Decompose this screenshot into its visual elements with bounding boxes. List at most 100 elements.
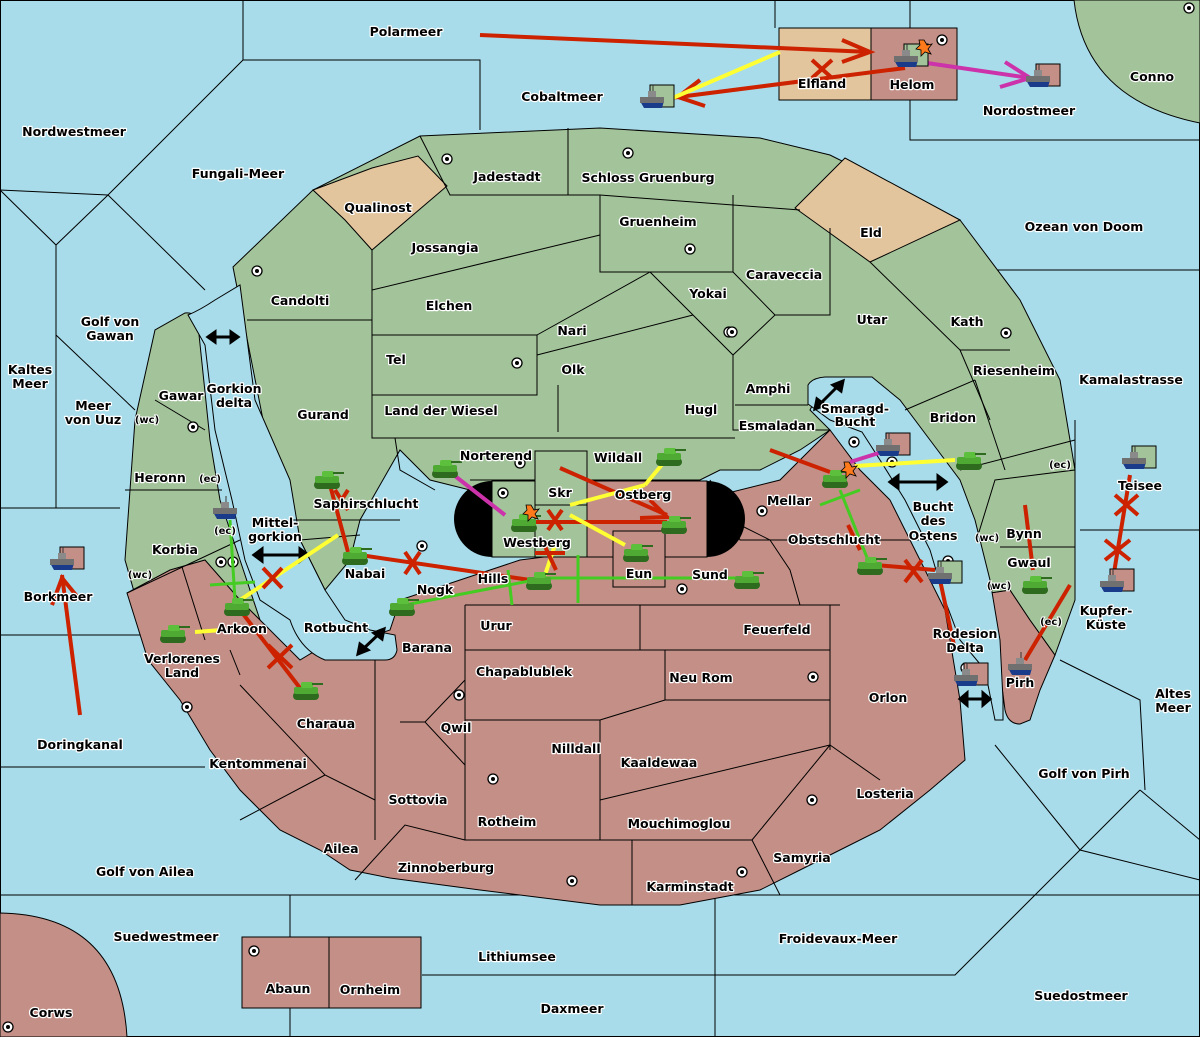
tank-icon[interactable] bbox=[857, 557, 887, 575]
province-label: Chapablublek bbox=[476, 664, 573, 679]
province-label: Riesenheim bbox=[973, 363, 1055, 378]
supply-center-icon bbox=[684, 243, 696, 255]
order-move-line bbox=[1110, 474, 1132, 586]
supply-center-icon bbox=[187, 421, 199, 433]
battleship-icon[interactable] bbox=[1026, 63, 1061, 87]
battleship-icon[interactable] bbox=[640, 84, 675, 108]
tank-icon[interactable] bbox=[661, 516, 691, 534]
sea-label: Polarmeer bbox=[370, 24, 444, 39]
supply-center-icon bbox=[848, 436, 860, 448]
tank-icon[interactable] bbox=[734, 571, 764, 589]
province-label: Gwaul bbox=[1007, 555, 1050, 570]
province-eld[interactable] bbox=[794, 157, 962, 263]
province-conno[interactable] bbox=[1073, 0, 1200, 124]
province-ornheim[interactable] bbox=[328, 936, 422, 1009]
province-label: Eun bbox=[626, 566, 652, 581]
coast-label: (wc) bbox=[987, 581, 1011, 592]
order-support-line bbox=[569, 513, 626, 547]
explosion-icon bbox=[840, 461, 858, 479]
battleship-icon[interactable] bbox=[1008, 652, 1032, 675]
order-arrowhead bbox=[50, 574, 82, 606]
sea-label: Kaltes bbox=[8, 362, 52, 377]
failed-x-icon bbox=[261, 58, 1140, 670]
order-arrowhead bbox=[841, 38, 876, 64]
battleship-icon[interactable] bbox=[1100, 568, 1135, 592]
tank-icon[interactable] bbox=[160, 625, 190, 643]
order-move-line bbox=[1023, 583, 1072, 662]
province-qualinost[interactable] bbox=[312, 155, 448, 251]
inner-gulf-gorkion[interactable] bbox=[187, 284, 398, 661]
province-label: Yokai bbox=[688, 286, 727, 301]
province-label: Conno bbox=[1130, 69, 1175, 84]
province-label: Qualinost bbox=[344, 200, 411, 215]
sea-label: von Uuz bbox=[65, 412, 121, 427]
sea-label: Nordostmeer bbox=[983, 103, 1076, 118]
battleship-icon[interactable] bbox=[876, 432, 911, 456]
sea-label: Golf von bbox=[81, 314, 140, 329]
double-arrow-icon bbox=[205, 329, 241, 345]
tank-icon[interactable] bbox=[224, 598, 254, 616]
tank-icon[interactable] bbox=[389, 598, 419, 616]
province-label: Candolti bbox=[271, 293, 330, 308]
province-label: Jadestadt bbox=[472, 169, 540, 184]
supply-center-icon bbox=[566, 875, 578, 887]
coast-label: (wc) bbox=[128, 570, 152, 581]
order-move-line bbox=[60, 574, 82, 716]
province-label: Obstschlucht bbox=[788, 532, 880, 547]
tank-icon[interactable] bbox=[293, 682, 323, 700]
order-move-line bbox=[359, 553, 531, 582]
tank-icon[interactable] bbox=[956, 452, 986, 470]
tank-icon[interactable] bbox=[432, 460, 462, 478]
tank-icon[interactable] bbox=[822, 470, 852, 488]
province-label: Mellar bbox=[767, 493, 812, 508]
province-corws[interactable] bbox=[0, 912, 128, 1037]
tank-icon[interactable] bbox=[526, 572, 556, 590]
province-label: Kentommenai bbox=[209, 756, 307, 771]
province-label: Nilldall bbox=[551, 741, 600, 756]
sea-label: Smaragd- bbox=[821, 401, 889, 416]
tank-icon[interactable] bbox=[342, 547, 372, 565]
province-label: Qwil bbox=[441, 720, 472, 735]
sea-label: Delta bbox=[946, 640, 984, 655]
sea-label: des bbox=[921, 513, 946, 528]
supply-center-icon bbox=[756, 505, 768, 517]
tank-icon[interactable] bbox=[623, 544, 653, 562]
sea-label: Bucht bbox=[835, 414, 876, 429]
order-support-line bbox=[238, 533, 340, 602]
province-label: Neu Rom bbox=[669, 670, 732, 685]
province-label: Schloss Gruenburg bbox=[581, 170, 714, 185]
tank-icon[interactable] bbox=[1022, 576, 1052, 594]
sea-label: Rodesion bbox=[933, 626, 998, 641]
order-convoy-line bbox=[404, 576, 546, 607]
province-label: Corws bbox=[30, 1005, 73, 1020]
supply-center-icon bbox=[248, 945, 260, 957]
order-move-line bbox=[1023, 504, 1035, 571]
supply-center-icon bbox=[806, 794, 818, 806]
province-label: Feuerfeld bbox=[743, 622, 810, 637]
order-move-line bbox=[874, 563, 936, 572]
order-move-line bbox=[328, 484, 350, 553]
battleship-icon[interactable] bbox=[213, 496, 237, 519]
tank-icon[interactable] bbox=[314, 471, 344, 489]
province-label: Ostberg bbox=[615, 487, 672, 502]
province-label: Westberg bbox=[503, 535, 571, 550]
double-arrow-icon bbox=[957, 689, 993, 709]
sea-label: Daxmeer bbox=[540, 1001, 604, 1016]
order-support-line bbox=[194, 628, 223, 634]
province-label: Kaaldewaa bbox=[621, 755, 698, 770]
double-arrow-icon bbox=[812, 378, 846, 412]
province-label: Küste bbox=[1086, 617, 1126, 632]
province-label: Land bbox=[165, 665, 199, 680]
supply-center-icon bbox=[487, 773, 499, 785]
sea-label: Meer bbox=[75, 398, 111, 413]
coast-label: (ec) bbox=[1040, 617, 1062, 628]
battleship-icon[interactable] bbox=[1122, 445, 1157, 469]
tank-icon[interactable] bbox=[656, 448, 686, 466]
battleship-icon[interactable] bbox=[928, 560, 963, 584]
province-label: Mouchimoglou bbox=[628, 816, 731, 831]
battleship-icon[interactable] bbox=[50, 546, 85, 570]
sea-label: Doringkanal bbox=[37, 737, 123, 752]
battleship-icon[interactable] bbox=[954, 662, 989, 686]
